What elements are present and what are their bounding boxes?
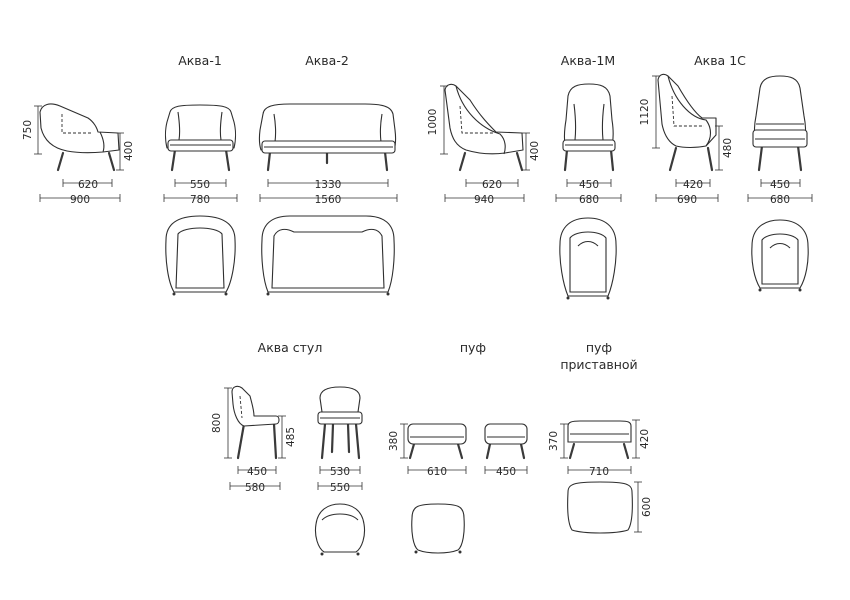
pouf-side-depth-dim: 600	[634, 481, 653, 533]
aqua-1c-seat-depth-label: 420	[683, 179, 703, 191]
title-aqua-1: Аква-1	[178, 53, 222, 68]
aqua-1-width-dims: 550 780	[163, 179, 238, 206]
aqua-1-seat-label: 400	[123, 141, 135, 161]
aqua-2-front-view	[258, 103, 397, 172]
pouf-width-label: 450	[496, 466, 516, 478]
pouf-large-front-view	[407, 423, 467, 460]
aqua-1m-side-view	[444, 83, 524, 172]
aqua-1-inner-width-label: 550	[190, 179, 210, 191]
aqua-chair-seat-label: 485	[285, 427, 297, 447]
aqua-1-seat-dim: 400	[116, 132, 135, 171]
aqua-chair-height-dim: 800	[211, 387, 232, 459]
aqua-1m-seat-label: 400	[529, 141, 541, 161]
pouf-small-front-view	[484, 423, 528, 460]
aqua-1c-seat-label: 480	[722, 138, 734, 158]
pouf-height-label: 380	[388, 431, 400, 451]
title-pouf: пуф	[460, 340, 486, 355]
aqua-chair-front-view	[317, 386, 363, 460]
aqua-1c-width-label: 680	[770, 194, 790, 206]
aqua-1m-inner-width-label: 450	[579, 179, 599, 191]
aqua-1c-front-view	[752, 75, 808, 172]
pouf-length-dim: 610	[407, 466, 467, 478]
aqua-1-side-view	[39, 103, 120, 172]
aqua-1-front-view	[164, 104, 237, 172]
aqua-1c-height-label: 1120	[639, 99, 651, 126]
aqua-1c-depth-dims: 420 690	[655, 179, 719, 206]
aqua-chair-depth-label: 580	[245, 482, 265, 494]
pouf-side-depth-label: 600	[641, 497, 653, 517]
pouf-side-front-view	[567, 420, 632, 460]
title-pouf-side-line1: пуф	[586, 340, 612, 355]
pouf-top-view	[411, 503, 465, 554]
aqua-1m-width-label: 680	[579, 194, 599, 206]
aqua-1c-inner-width-label: 450	[770, 179, 790, 191]
aqua-1m-height-label: 1000	[427, 109, 439, 136]
aqua-1m-seat-depth-label: 620	[482, 179, 502, 191]
aqua-1m-top-view	[559, 217, 617, 300]
aqua-1-depth-dims: 620 900	[39, 179, 121, 206]
aqua-2-width-label: 1560	[315, 194, 342, 206]
aqua-1m-depth-dims: 620 940	[444, 179, 525, 206]
pouf-height-dim: 380	[388, 423, 408, 459]
aqua-chair-height-label: 800	[211, 413, 223, 433]
aqua-1-depth-label: 900	[70, 194, 90, 206]
aqua-1m-width-dims: 450 680	[555, 179, 622, 206]
title-aqua-1m: Аква-1М	[561, 53, 615, 68]
aqua-chair-seat-dim: 485	[278, 415, 297, 459]
aqua-1-height-dim: 750	[22, 105, 42, 155]
title-aqua-1c: Аква 1С	[694, 53, 746, 68]
aqua-1c-width-dims: 450 680	[747, 179, 813, 206]
pouf-side-top-view	[567, 481, 633, 534]
aqua-1c-height-dim: 1120	[639, 75, 660, 149]
aqua-1m-seat-dim: 400	[522, 132, 541, 171]
aqua-1-top-view	[165, 215, 236, 296]
aqua-1m-height-dim: 1000	[427, 85, 448, 155]
pouf-side-height-dim: 370	[548, 423, 568, 459]
aqua-1m-depth-label: 940	[474, 194, 494, 206]
aqua-chair-width-label: 550	[330, 482, 350, 494]
aqua-1c-top-view	[751, 219, 809, 292]
aqua-2-width-dims: 1330 1560	[259, 179, 398, 206]
pouf-side-height-label: 370	[548, 431, 560, 451]
pouf-side-length-label: 710	[589, 466, 609, 478]
pouf-side-length-dim: 710	[567, 466, 632, 478]
pouf-side-total-height-dim: 420	[632, 419, 651, 459]
aqua-1-seat-depth-label: 620	[78, 179, 98, 191]
title-aqua-chair: Аква стул	[258, 340, 323, 355]
aqua-1-height-label: 750	[22, 120, 34, 140]
pouf-side-total-height-label: 420	[639, 429, 651, 449]
aqua-1c-depth-label: 690	[677, 194, 697, 206]
aqua-chair-seat-depth-label: 450	[247, 466, 267, 478]
aqua-chair-inner-width-label: 530	[330, 466, 350, 478]
aqua-1-width-label: 780	[190, 194, 210, 206]
title-pouf-side-line2: приставной	[560, 357, 637, 372]
aqua-chair-side-view	[231, 385, 280, 460]
aqua-chair-width-dims: 530 550	[317, 466, 363, 494]
pouf-length-label: 610	[427, 466, 447, 478]
pouf-width-dim: 450	[484, 466, 528, 478]
aqua-1m-front-view	[562, 83, 616, 172]
aqua-1c-seat-dim: 480	[715, 125, 734, 171]
aqua-1c-side-view	[657, 73, 717, 172]
aqua-chair-depth-dims: 450 580	[229, 466, 281, 494]
title-aqua-2: Аква-2	[305, 53, 349, 68]
aqua-2-inner-width-label: 1330	[315, 179, 342, 191]
aqua-chair-top-view	[314, 503, 366, 556]
aqua-2-top-view	[261, 215, 395, 296]
